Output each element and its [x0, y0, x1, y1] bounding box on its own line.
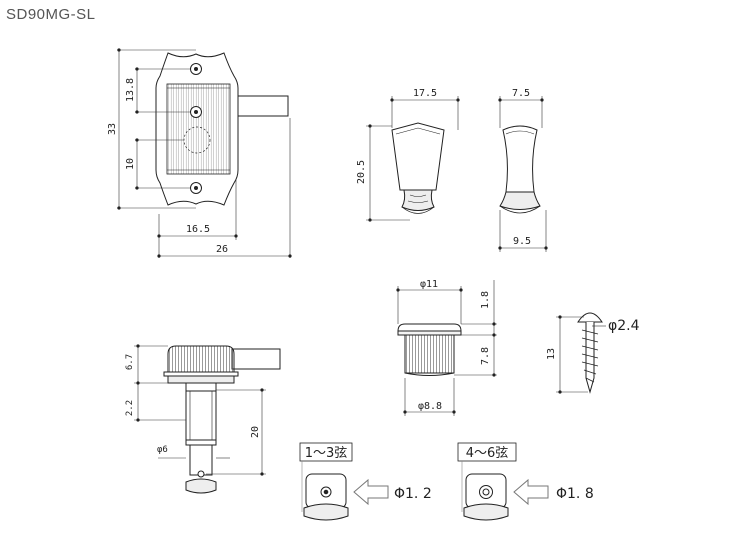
label-hole-1-8: Φ1. 8 [556, 486, 594, 502]
dim-1-8: 1.8 [480, 291, 491, 309]
shaft-side [231, 95, 289, 117]
dim-2-2: 2.2 [125, 400, 135, 416]
front-view [155, 52, 289, 206]
dim-phi2-4: φ2.4 [608, 318, 640, 334]
dim-33: 33 [107, 123, 118, 135]
dim-7-5: 7.5 [512, 88, 530, 99]
dim-7-8: 7.8 [480, 347, 491, 365]
dim-6-7: 6.7 [125, 354, 135, 370]
screw-dims [556, 316, 606, 393]
dim-20: 20 [250, 426, 261, 438]
bushing-dims [397, 280, 497, 416]
label-strings-4-6: 4～6弦 [466, 445, 509, 461]
gear-housing [166, 83, 231, 175]
label-strings-1-3: 1～3弦 [305, 445, 348, 461]
dim-16-5: 16.5 [186, 224, 210, 235]
dim-phi11: φ11 [420, 279, 438, 290]
dim-9-5: 9.5 [513, 236, 531, 247]
knob-front-view [391, 122, 445, 214]
page-title: SD90MG-SL [6, 6, 96, 23]
side-dims [134, 345, 266, 475]
front-dim-dots [117, 48, 292, 258]
dim-13-8: 13.8 [125, 78, 136, 102]
knob-front-dims [366, 96, 459, 221]
knob-side-view [499, 125, 541, 214]
front-dimensions [117, 49, 291, 258]
string-hole-4-6-detail: 4～6弦 Φ1. 8 [457, 442, 594, 521]
string-hole-1-3-detail: 1～3弦 Φ1. 2 [299, 442, 432, 521]
side-view [163, 345, 281, 494]
dim-10: 10 [125, 158, 136, 170]
dim-phi8-8: φ8.8 [418, 401, 442, 412]
dim-26: 26 [216, 244, 228, 255]
dim-17-5: 17.5 [413, 88, 437, 99]
arrow-4-6 [513, 478, 549, 506]
dim-phi6: φ6 [157, 445, 168, 455]
screw-view [577, 312, 603, 394]
label-hole-1-2: Φ1. 2 [394, 486, 432, 502]
dim-13: 13 [546, 348, 557, 360]
bushing-view [397, 323, 462, 376]
arrow-1-3 [353, 478, 389, 506]
dim-20-5: 20.5 [356, 160, 367, 184]
